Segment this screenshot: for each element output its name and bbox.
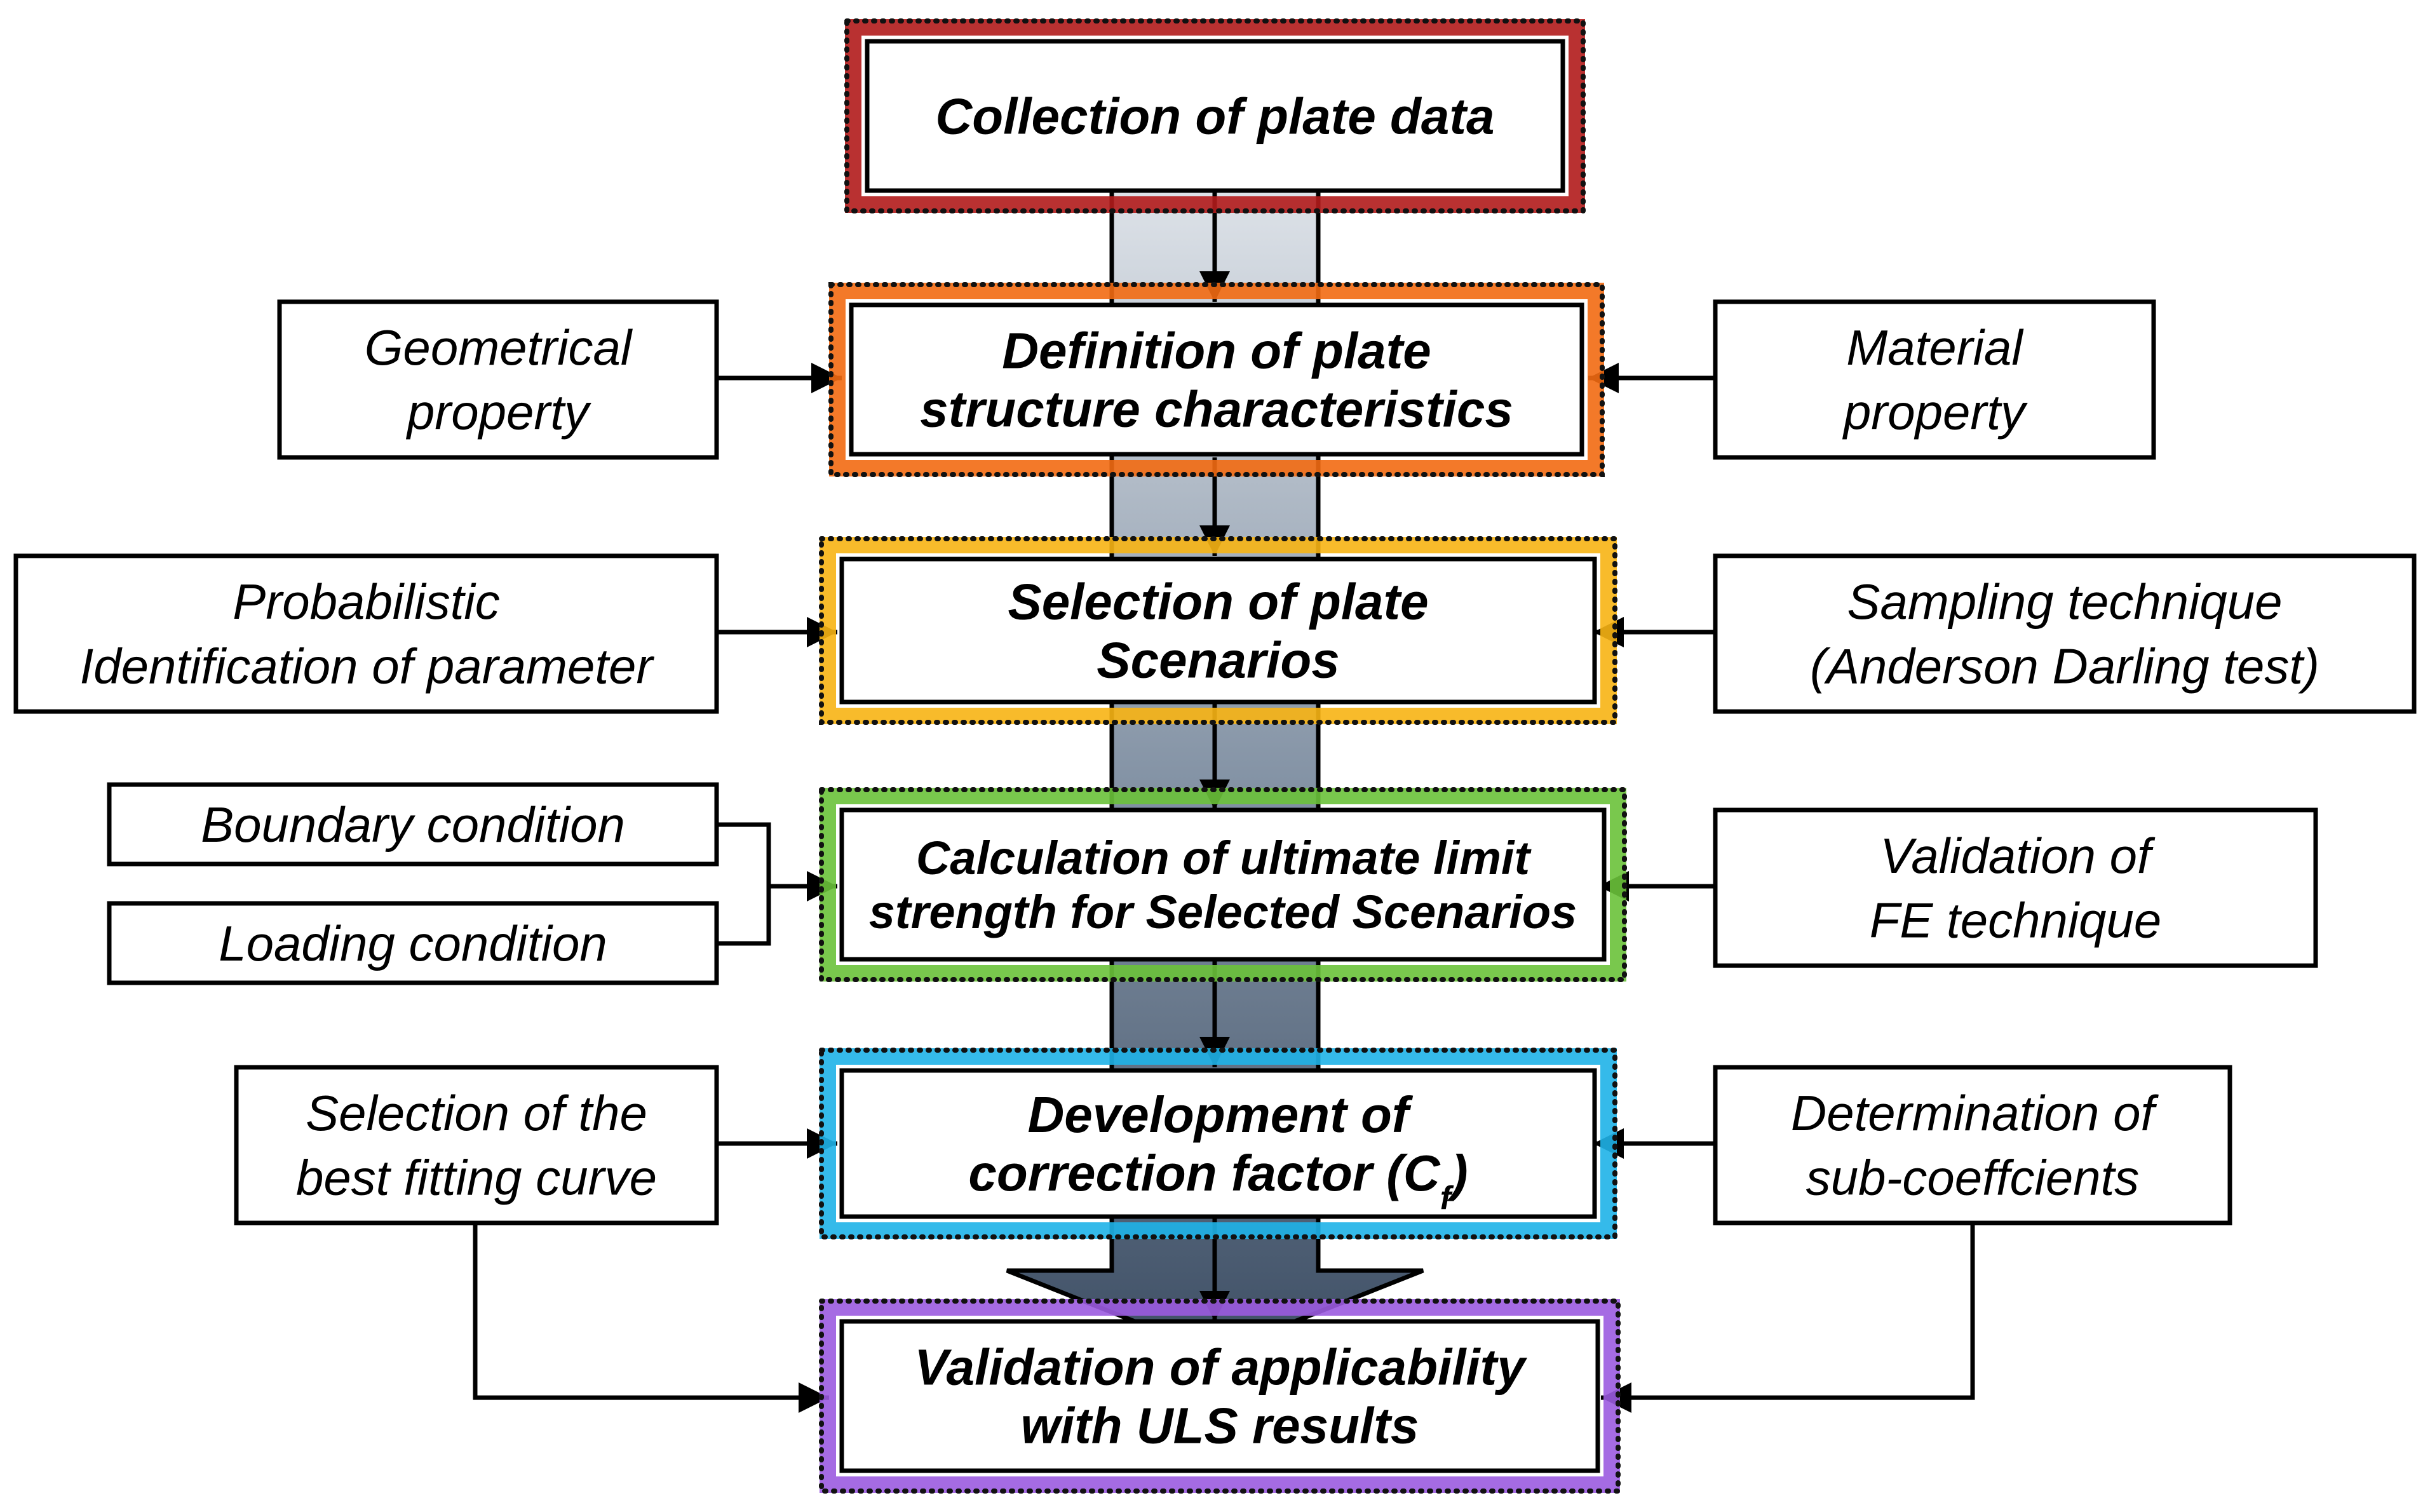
left-input-4: Loading condition	[107, 901, 719, 985]
right-input-box	[1713, 807, 2318, 968]
main-step-label-line: strength for Selected Scenarios	[869, 886, 1577, 938]
right-input-box	[1713, 299, 2156, 460]
left-input-5: Selection of the best fitting curve	[234, 1065, 719, 1225]
right-input-2: Sampling technique (Anderson Darling test…	[1713, 553, 2417, 714]
left-input-box	[107, 782, 719, 867]
left-input-label-line: Probabilistic	[233, 574, 500, 630]
right-input-label-line: FE technique	[1870, 893, 2162, 948]
main-step-1: Collection of plate data	[844, 18, 1586, 213]
main-step-label-line: Calculation of ultimate limit	[916, 832, 1532, 884]
main-step-box	[839, 1068, 1597, 1219]
right-input-3: Validation of FE technique	[1713, 807, 2318, 968]
left-input-box	[107, 901, 719, 985]
main-step-glow	[820, 1048, 1617, 1239]
right-input-box	[1713, 553, 2417, 714]
connector-boundary	[717, 822, 771, 946]
main-step-label-part: correction factor (C	[968, 1145, 1441, 1201]
main-step-label-line: correction factor (Cf)	[968, 1145, 1468, 1217]
right-input-label-line: property	[1842, 384, 2028, 440]
right-input-label-line: Material	[1846, 320, 2024, 375]
main-step-label-line: structure characteristics	[920, 381, 1513, 438]
main-step-dotted-border	[819, 1299, 1621, 1494]
left-input-label-line: Loading condition	[219, 915, 607, 971]
left-input-box	[277, 299, 719, 460]
main-step-label-line: Development of	[1027, 1086, 1413, 1143]
main-step-dotted-border	[819, 536, 1617, 725]
main-step-dotted-border	[828, 282, 1605, 477]
left-inputs: Geometrical propertyProbabilisticIdentifi…	[13, 299, 719, 1225]
right-input-label-line: Sampling technique	[1847, 574, 2282, 630]
main-step-label-line: Validation of applicability	[914, 1339, 1527, 1396]
left-input-label-line: Selection of the	[306, 1085, 647, 1141]
right-input-label-line: sub-coeffcients	[1806, 1150, 2140, 1206]
left-input-label-line: best fitting curve	[296, 1150, 657, 1206]
main-step-dotted-border	[819, 1048, 1617, 1239]
main-step-glow	[820, 788, 1626, 982]
main-step-glow	[829, 283, 1604, 476]
left-input-1: Geometrical property	[277, 299, 719, 460]
main-step-glow	[820, 537, 1617, 724]
right-input-4: Determination of sub-coeffcients	[1713, 1065, 2232, 1225]
left-input-label-line: Geometrical	[365, 320, 633, 375]
main-step-label-line: Collection of plate data	[935, 88, 1494, 145]
main-step-glow	[845, 19, 1585, 213]
right-input-label-line: (Anderson Darling test)	[1810, 638, 2319, 694]
main-step-dotted-border	[819, 787, 1627, 982]
main-step-label-line: Scenarios	[1097, 632, 1339, 689]
right-input-1: Material property	[1713, 299, 2156, 460]
main-step-label-line: Definition of plate	[1002, 323, 1431, 379]
main-step-box	[839, 807, 1607, 962]
left-input-label-line: Identification of parameter	[80, 638, 655, 694]
left-input-label-line: Boundary condition	[201, 797, 625, 853]
left-input-box	[13, 553, 719, 714]
left-input-label-line: property	[406, 384, 591, 440]
main-step-label-line: with ULS results	[1021, 1398, 1419, 1454]
left-input-3: Boundary condition	[107, 782, 719, 867]
right-input-label-line: Determination of	[1791, 1085, 2159, 1141]
main-step-dotted-border	[844, 18, 1586, 213]
connector-sub-coeff-validation	[1601, 1223, 1975, 1413]
main-step-box	[865, 39, 1565, 193]
right-input-label-line: Validation of	[1880, 828, 2156, 884]
left-input-box	[234, 1065, 719, 1225]
main-step-label-subscript: f	[1440, 1180, 1454, 1217]
main-step-label-line: Selection of plate	[1008, 574, 1428, 630]
connector-best-fit-validation	[473, 1223, 829, 1413]
main-step-box	[839, 1319, 1600, 1473]
right-input-box	[1713, 1065, 2232, 1225]
main-step-box	[849, 302, 1584, 457]
main-step-glow	[820, 1299, 1620, 1493]
main-step-box	[839, 557, 1597, 705]
